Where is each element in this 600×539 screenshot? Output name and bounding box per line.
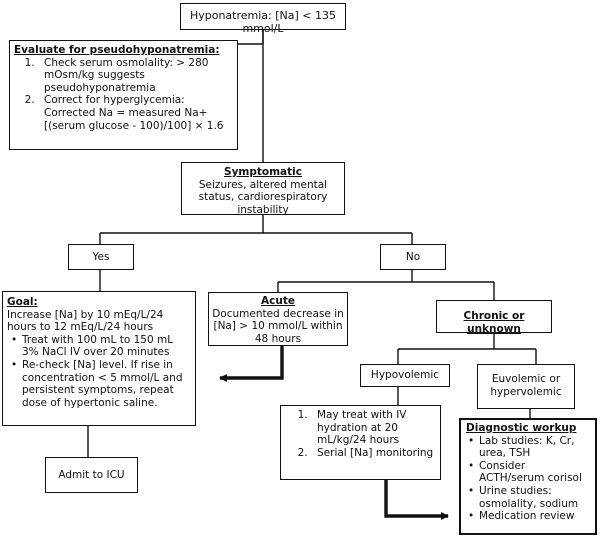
goal-item: Re-check [Na] level. If rise in concentr… — [11, 359, 192, 409]
symptomatic-heading: Symptomatic — [224, 166, 302, 178]
workup-item: Lab studies: K, Cr, urea, TSH — [468, 435, 592, 460]
goal-text: Increase [Na] by 10 mEq/L/24 hours to 12… — [7, 308, 164, 334]
hypo-tx-item: May treat with IV hydration at 20 mL/kg/… — [311, 409, 436, 447]
chronic-heading: Chronic or unknown — [463, 310, 525, 335]
hypovolemic-treatment-box: May treat with IV hydration at 20 mL/kg/… — [280, 405, 441, 480]
hyponatremia-label: Hyponatremia: [Na] < 135 mmol/L — [189, 9, 337, 35]
diagnostic-workup-heading: Diagnostic workup — [466, 422, 577, 434]
yes-label: Yes — [92, 251, 110, 263]
pseudo-item: Check serum osmolality: > 280 mOsm/kg su… — [38, 57, 233, 95]
yes-box: Yes — [68, 244, 134, 270]
goal-heading: Goal: — [7, 296, 38, 308]
no-label: No — [405, 251, 421, 263]
euvolemic-box: Euvolemic or hypervolemic — [477, 364, 575, 409]
symptomatic-box: Symptomatic Seizures, altered mental sta… — [181, 162, 345, 216]
euvolemic-label: Euvolemic or hypervolemic — [490, 373, 562, 398]
pseudo-item: Correct for hyperglycemia: Corrected Na … — [38, 94, 233, 132]
hypovolemic-label: Hypovolemic — [370, 369, 440, 381]
no-box: No — [380, 244, 446, 270]
goal-item: Treat with 100 mL to 150 mL 3% NaCl IV o… — [11, 334, 192, 359]
icu-box: Admit to ICU — [45, 457, 138, 493]
workup-item: Medication review — [468, 510, 592, 523]
pseudohyponatremia-heading: Evaluate for pseudohyponatremia: — [14, 44, 220, 56]
workup-item: Consider ACTH/serum corisol — [468, 460, 592, 485]
arrow-hypo-tx-to-workup — [384, 480, 449, 520]
acute-box: Acute Documented decrease in [Na] > 10 m… — [208, 292, 348, 346]
hypo-tx-item: Serial [Na] monitoring — [311, 447, 436, 460]
hyponatremia-box: Hyponatremia: [Na] < 135 mmol/L — [180, 3, 346, 34]
hypovolemic-box: Hypovolemic — [360, 364, 450, 387]
acute-heading: Acute — [261, 295, 295, 307]
goal-box: Goal: Increase [Na] by 10 mEq/L/24 hours… — [2, 291, 196, 426]
pseudohyponatremia-box: Evaluate for pseudohyponatremia: Check s… — [9, 40, 238, 150]
diagnostic-workup-box: Diagnostic workup Lab studies: K, Cr, ur… — [459, 418, 597, 535]
acute-text: Documented decrease in [Na] > 10 mmol/L … — [212, 307, 344, 345]
arrow-acute-to-goal — [219, 346, 284, 382]
workup-item: Urine studies: osmolality, sodium — [468, 485, 592, 510]
chronic-box: Chronic or unknown — [436, 300, 552, 335]
icu-label: Admit to ICU — [58, 469, 125, 481]
symptomatic-text: Seizures, altered mental status, cardior… — [198, 178, 328, 216]
